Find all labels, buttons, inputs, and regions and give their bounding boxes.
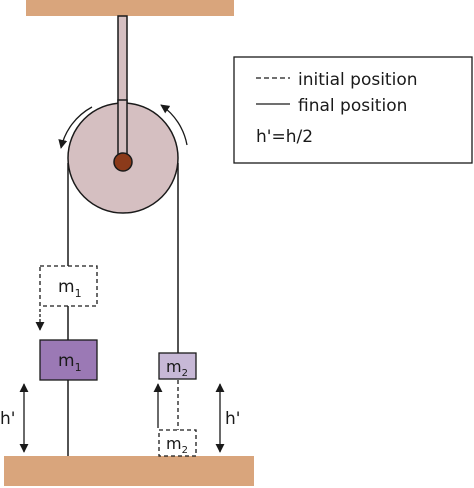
legend-relation: h'=h/2 xyxy=(256,127,313,147)
rotation-arrow-left-icon xyxy=(58,106,93,149)
ceiling-beam xyxy=(26,0,234,16)
legend-solid-label: final position xyxy=(298,96,407,116)
m2-initial-box xyxy=(158,429,197,457)
m2-initial-label: m2 xyxy=(166,434,188,456)
support-rod-front xyxy=(117,99,128,159)
pulley-axle xyxy=(113,152,133,172)
legend-dashed-label: initial position xyxy=(298,70,418,90)
m2-final-label: m2 xyxy=(166,357,188,379)
legend-box: initial position final position h'=h/2 xyxy=(233,56,473,164)
m1-initial-label: m1 xyxy=(58,277,82,300)
m1-initial-box xyxy=(39,265,98,307)
m1-final-label: m1 xyxy=(58,351,82,374)
rotation-arrow-right-icon xyxy=(160,104,188,146)
floor-beam xyxy=(4,456,254,486)
left-height-label: h' xyxy=(0,409,15,429)
m2-final-box xyxy=(158,352,197,380)
right-height-label: h' xyxy=(225,409,240,429)
m1-final-box xyxy=(39,339,98,381)
